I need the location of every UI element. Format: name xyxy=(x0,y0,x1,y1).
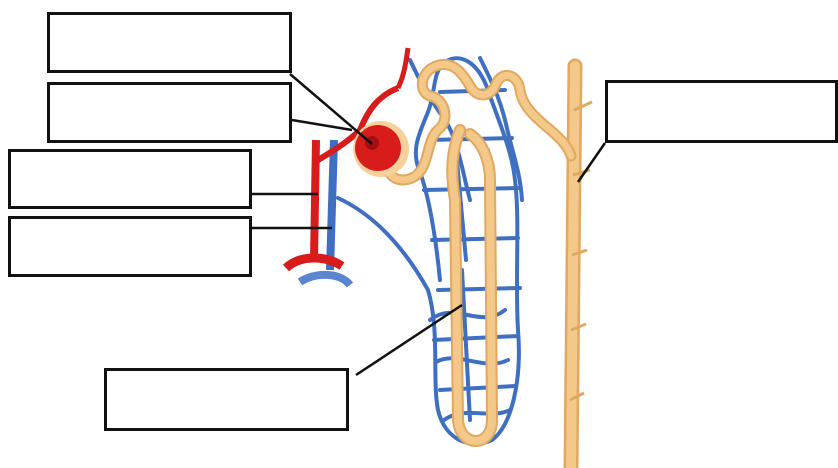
leader-line-5 xyxy=(578,143,605,182)
label-box-3[interactable] xyxy=(8,149,252,209)
collecting-duct xyxy=(570,66,592,468)
leader-lines xyxy=(252,74,605,375)
label-box-1[interactable] xyxy=(47,12,292,73)
glomerulus xyxy=(353,121,409,177)
nephron-tubule xyxy=(387,64,571,441)
label-box-2[interactable] xyxy=(47,82,292,143)
label-box-6[interactable] xyxy=(104,368,349,431)
leader-line-1 xyxy=(290,74,372,144)
leader-line-2 xyxy=(292,120,352,130)
label-box-5[interactable] xyxy=(605,80,838,143)
label-box-4[interactable] xyxy=(8,216,252,277)
